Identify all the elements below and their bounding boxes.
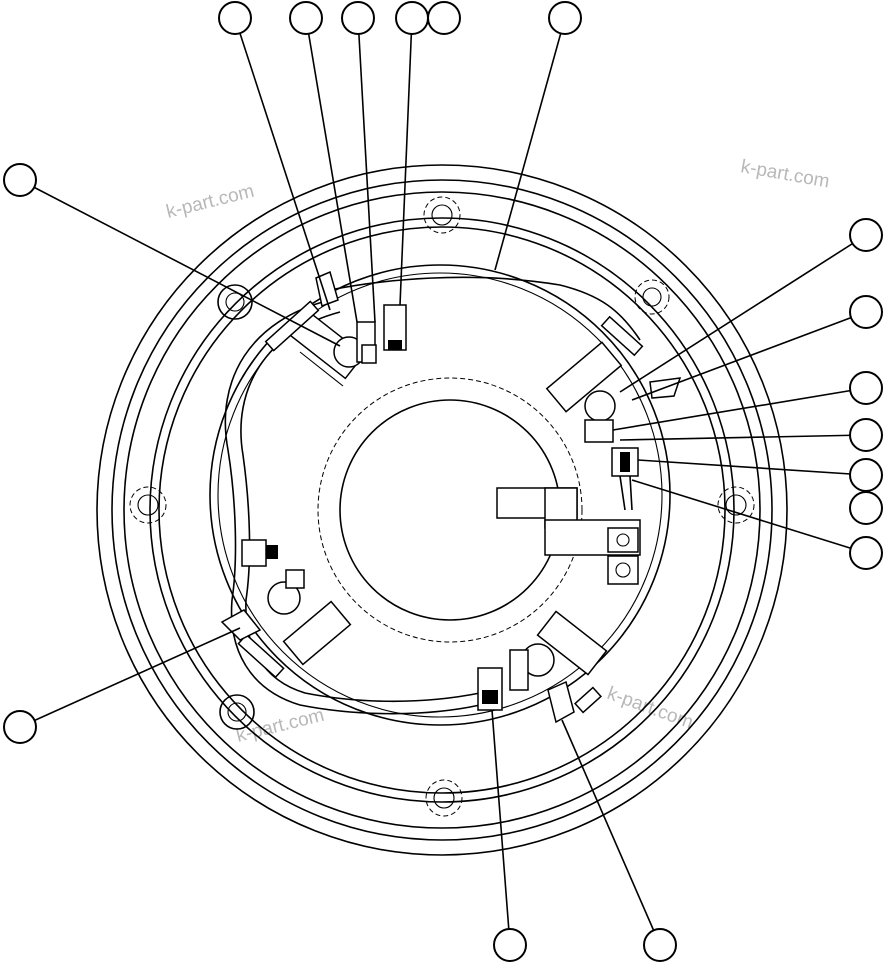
callout-balloon	[849, 458, 883, 492]
callout-balloon	[493, 928, 527, 962]
watermark: k-part.com	[739, 156, 831, 192]
bolt-hole	[423, 196, 461, 234]
callout-balloon	[849, 371, 883, 405]
bolt-hole	[717, 486, 755, 524]
bolt-hole	[219, 694, 255, 730]
mounting-holes	[129, 196, 755, 817]
callout-balloon	[341, 1, 375, 35]
bolt-hole	[425, 779, 463, 817]
callout-balloon	[849, 295, 883, 329]
callout-balloons	[3, 1, 883, 962]
callout-balloon	[395, 1, 429, 35]
callout-balloon	[218, 1, 252, 35]
callout-balloon	[849, 491, 883, 525]
callout-balloon	[3, 163, 37, 197]
bolt-hole	[217, 284, 253, 320]
callout-balloon	[849, 536, 883, 570]
housing-rings	[96, 164, 788, 856]
callout-balloon	[289, 1, 323, 35]
callout-balloon	[849, 418, 883, 452]
callout-balloon	[548, 1, 582, 35]
watermark: k-part.com	[604, 683, 696, 733]
bolt-hole	[634, 279, 670, 315]
leader-lines	[19, 17, 867, 946]
brush-holder-lower-left	[220, 539, 352, 679]
brush-holder-right	[545, 315, 682, 511]
callout-balloon	[643, 928, 677, 962]
brush-holder-top-left	[264, 270, 407, 387]
terminal-block	[496, 487, 641, 585]
brush-holder-bottom	[477, 610, 608, 724]
callout-balloon	[3, 710, 37, 744]
connecting-cable	[224, 276, 641, 715]
callout-balloon	[849, 218, 883, 252]
watermark: k-part.com	[164, 181, 256, 223]
bolt-hole	[129, 486, 167, 524]
brush-track-ring	[209, 264, 671, 726]
callout-balloon	[427, 1, 461, 35]
